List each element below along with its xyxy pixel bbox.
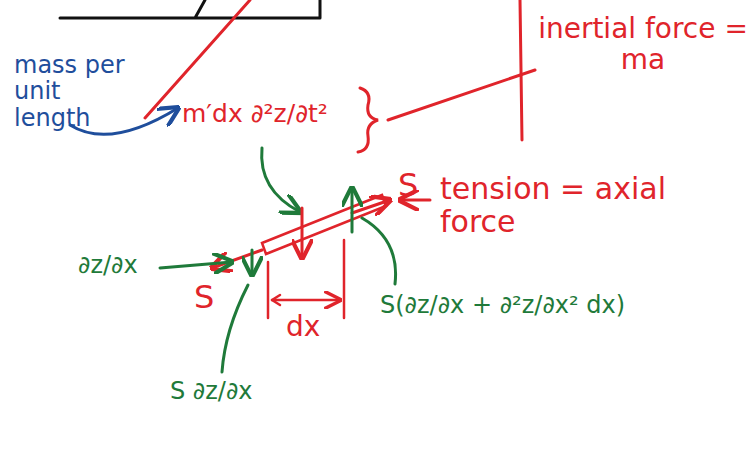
dimension-label: dx [286,312,336,343]
string-element [262,195,386,254]
leader-arrow [160,262,232,268]
dimension-tick [268,240,344,318]
leader-line [388,70,535,120]
annotation: mass per unit length [14,52,129,131]
leader-arrow [262,148,300,212]
annotation: inertial force = ma [538,14,748,76]
tension-arrow [352,200,390,213]
dimension-arrow [272,299,340,302]
dimension-arrow [272,295,280,305]
brace [358,88,378,152]
math-expression: m′dx ∂²z/∂t² [182,100,362,128]
table-fragment [60,0,320,18]
math-expression: ∂z/∂x [78,252,158,278]
math-expression: S(∂z/∂x + ∂²z/∂x² dx) [380,292,745,318]
force-symbol: S [194,280,224,315]
leader-line [362,218,396,284]
math-expression: S ∂z/∂x [170,378,310,404]
force-symbol: S [398,168,428,203]
leader-line [222,285,248,372]
force-component [351,188,354,232]
inertial-arrow [301,208,304,258]
annotation: tension = axial force [440,172,740,238]
tension-arrow [212,250,262,268]
force-component [251,250,254,275]
divider-line [520,0,522,140]
